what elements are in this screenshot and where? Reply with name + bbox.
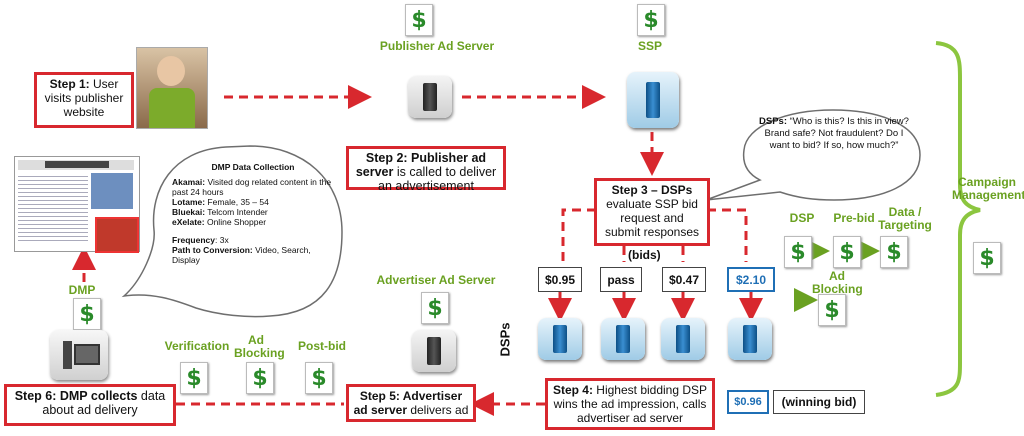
bid-box: $2.10 [727, 267, 775, 292]
step2-box: Step 2: Publisher ad server is called to… [346, 146, 506, 193]
post-bid-dollar-icon: $ [305, 362, 333, 394]
campaign-dollar-icon: $ [973, 242, 1001, 274]
data-targeting-label: Data / Targeting [878, 205, 932, 232]
advertiser-dollar-icon: $ [421, 292, 449, 324]
advertiser-server-icon [412, 330, 456, 372]
dsp-label: DSP [789, 211, 815, 225]
dmp-label: DMP [68, 283, 96, 297]
publisher-server-icon [408, 76, 452, 118]
bid-box: $0.95 [538, 267, 582, 292]
ssp-dollar-icon: $ [637, 4, 665, 36]
dmp-dollar-icon: $ [73, 298, 101, 330]
winning-bid-label: (winning bid) [773, 390, 865, 414]
winning-bid-box: $0.96 [727, 390, 769, 414]
user-photo-image [136, 47, 208, 129]
ssp-server-icon [627, 72, 679, 128]
dsp-server-icon [661, 318, 705, 360]
dsp-server-icon [601, 318, 645, 360]
step5-box: Step 5: Advertiser ad server delivers ad [346, 384, 476, 422]
dmp-bubble-text: DMP Data Collection Akamai: Visited dog … [172, 162, 332, 265]
step3-box: Step 3 – DSPs evaluate SSP bid request a… [594, 178, 710, 246]
ad-blocking-label: Ad Blocking [234, 333, 285, 360]
data-targeting-dollar-icon: $ [880, 236, 908, 268]
dsp-dollar-icon: $ [784, 236, 812, 268]
pre-bid-label: Pre-bid [833, 211, 875, 225]
post-bid-label: Post-bid [298, 339, 346, 353]
ad-blocking-dollar-icon: $ [246, 362, 274, 394]
step1-box: Step 1: User visits publisher website [34, 72, 134, 128]
ad-blocking-right-dollar-icon: $ [818, 294, 846, 326]
step6-box: Step 6: DMP collects data about ad deliv… [4, 384, 176, 426]
dsp-server-icon [538, 318, 582, 360]
campaign-management-label: Campaign Management [952, 175, 1024, 202]
ad-blocking-right-label: Ad Blocking [812, 269, 863, 296]
publisher-dollar-icon: $ [405, 4, 433, 36]
ssp-label: SSP [637, 39, 662, 53]
bid-box: pass [600, 267, 642, 292]
dmp-bubble-shape [121, 145, 343, 318]
publisher-ad-server-label: Publisher Ad Server [379, 39, 495, 53]
dsp-bubble-text: DSPs: “Who is this? Is this in view? Bra… [759, 116, 909, 151]
publisher-website-image [14, 156, 140, 253]
dsp-bubble-shape [705, 109, 921, 201]
verification-dollar-icon: $ [180, 362, 208, 394]
advertiser-ad-server-label: Advertiser Ad Server [376, 273, 496, 287]
step4-box: Step 4: Highest bidding DSP wins the ad … [545, 378, 715, 430]
verification-label: Verification [164, 339, 230, 353]
campaign-bracket [935, 41, 981, 397]
pre-bid-dollar-icon: $ [833, 236, 861, 268]
bids-label: (bids) [628, 248, 661, 262]
bid-box: $0.47 [662, 267, 706, 292]
dsps-vertical-label: DSPs [497, 322, 513, 357]
arrow-step3-fanout [561, 208, 596, 262]
dsp-server-icon [728, 318, 772, 360]
computer-icon [50, 330, 108, 380]
